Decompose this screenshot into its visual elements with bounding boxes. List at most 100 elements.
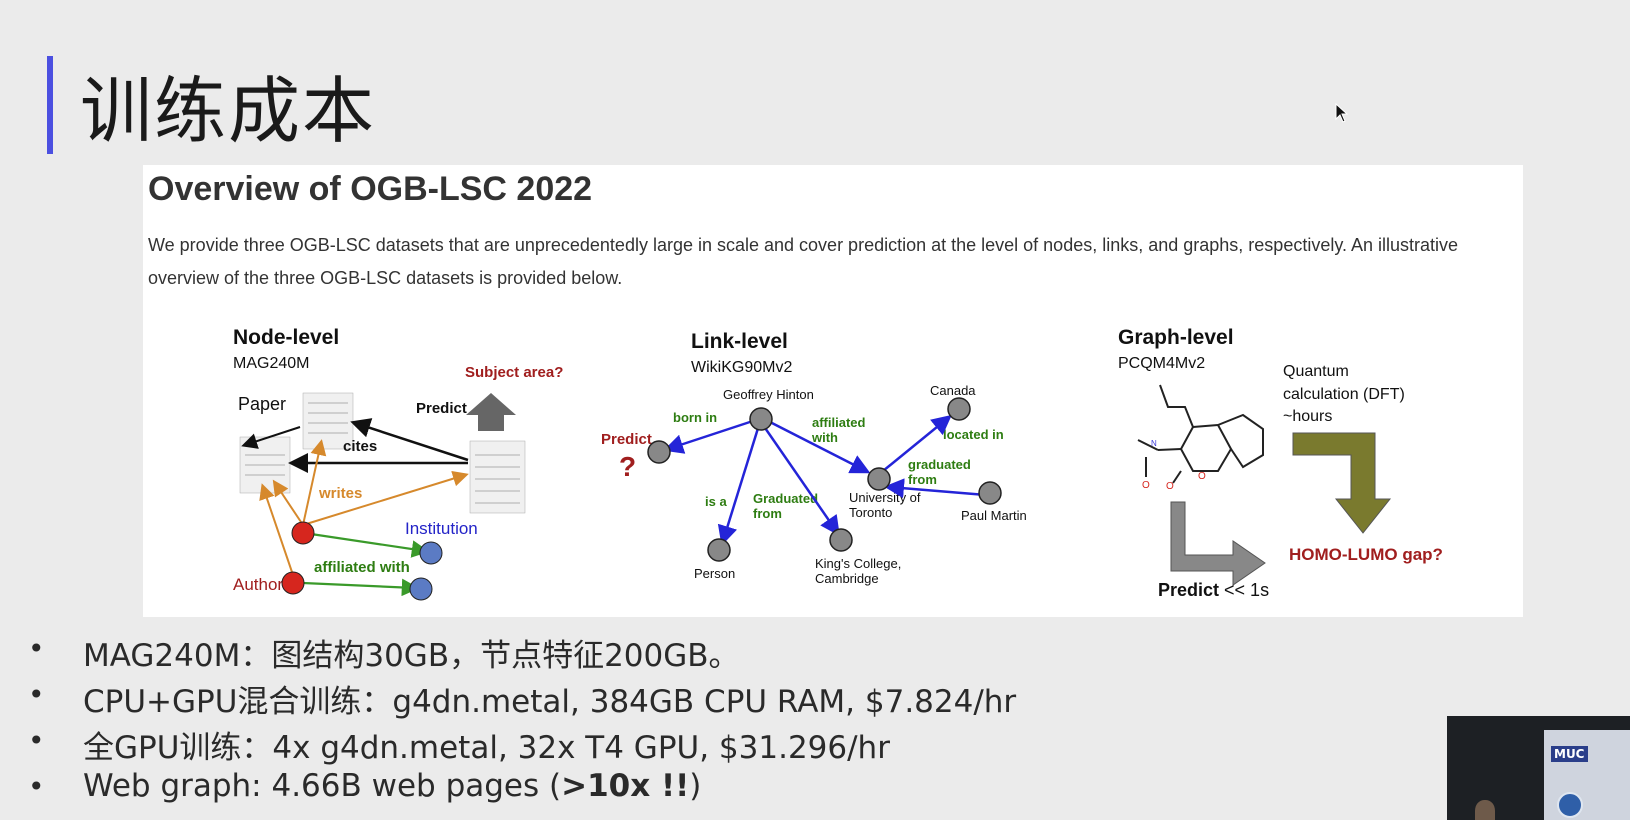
slide-title: 训练成本 bbox=[80, 69, 377, 153]
bullet-item: • 全GPU训练：4x g4dn.metal, 32x T4 GPU, $31.… bbox=[28, 724, 1428, 770]
affiliated-with-label: affiliated with bbox=[314, 559, 410, 576]
node-level-title: Node-level bbox=[233, 326, 339, 349]
affiliated-edge bbox=[302, 578, 420, 597]
kings-college-label: King's College, bbox=[815, 556, 901, 571]
affiliated-edge bbox=[310, 532, 430, 558]
bullet-dot: • bbox=[28, 724, 45, 757]
graduated-edge bbox=[884, 478, 987, 499]
located-in-label: located in bbox=[943, 427, 1004, 442]
writes-edge bbox=[302, 439, 327, 526]
bullet-text: MAG240M：图结构30GB，节点特征200GB。 bbox=[83, 638, 740, 674]
paul-martin-label: Paul Martin bbox=[961, 508, 1027, 523]
person-label: Person bbox=[694, 566, 735, 581]
molecule-diagram bbox=[1137, 384, 1264, 484]
toronto-node bbox=[867, 467, 891, 491]
institution-label: Institution bbox=[405, 519, 478, 538]
toronto-label: University of bbox=[849, 490, 921, 505]
cites-edge bbox=[241, 426, 301, 449]
kings-college-node bbox=[829, 528, 853, 552]
affiliated-edge bbox=[767, 419, 871, 474]
bullet-list: • MAG240M：图结构30GB，节点特征200GB。 • CPU+GPU混合… bbox=[28, 632, 1428, 816]
paper-text-lines bbox=[245, 402, 520, 504]
graduated-from-edge bbox=[761, 424, 840, 537]
person-node bbox=[707, 538, 731, 562]
affiliated-label-2: with bbox=[811, 430, 838, 445]
quantum-label-3: ~hours bbox=[1283, 408, 1332, 425]
graduated-label-2: from bbox=[753, 506, 782, 521]
atom-o: O bbox=[1142, 480, 1150, 491]
speaker-silhouette bbox=[1475, 800, 1495, 820]
hinton-label: Geoffrey Hinton bbox=[723, 387, 814, 402]
speaker-webcam-thumbnail[interactable]: MUC bbox=[1447, 716, 1630, 820]
node-predict-label: Predict bbox=[416, 400, 467, 417]
paper-label: Paper bbox=[238, 394, 286, 414]
node-level-dataset: MAG240M bbox=[233, 355, 309, 372]
atom-o: O bbox=[1166, 481, 1174, 492]
figure-intro: We provide three OGB-LSC datasets that a… bbox=[148, 235, 1459, 288]
canada-label: Canada bbox=[930, 383, 976, 398]
institution-node bbox=[419, 541, 443, 565]
bullet-dot: • bbox=[28, 678, 45, 711]
link-level-title: Link-level bbox=[691, 330, 788, 353]
graduated-from-label-2: from bbox=[908, 472, 937, 487]
figure-heading: Overview of OGB-LSC 2022 bbox=[148, 170, 593, 208]
graph-level-panel: Graph-level PCQM4Mv2 Quantum calculation… bbox=[1118, 326, 1443, 600]
link-predict-label: Predict bbox=[601, 431, 652, 448]
link-level-dataset: WikiKG90Mv2 bbox=[691, 359, 792, 376]
graduated-from-label: graduated bbox=[908, 457, 971, 472]
paper-thumbnail bbox=[469, 440, 526, 514]
node-level-panel: Node-level MAG240M Paper Predict Subject… bbox=[233, 326, 563, 601]
quantum-label-2: calculation (DFT) bbox=[1283, 386, 1405, 403]
question-mark-label: ? bbox=[619, 451, 636, 482]
cites-label: cites bbox=[343, 438, 377, 455]
quantum-label: Quantum bbox=[1283, 363, 1349, 380]
bullet-item: • MAG240M：图结构30GB，节点特征200GB。 bbox=[28, 632, 1428, 678]
institution-node bbox=[409, 577, 433, 601]
title-accent-bar bbox=[47, 56, 53, 154]
bullet-dot: • bbox=[28, 632, 45, 665]
avatar bbox=[1557, 792, 1583, 818]
writes-edge bbox=[259, 483, 294, 576]
kings-college-label-2: Cambridge bbox=[815, 571, 879, 586]
paul-martin-node bbox=[978, 481, 1002, 505]
ogb-lsc-figure: Overview of OGB-LSC 2022 We provide thre… bbox=[143, 165, 1523, 617]
atom-n: N bbox=[1151, 439, 1157, 448]
bullet-item: • Web graph: 4.66B web pages (>10x !!) bbox=[28, 768, 1428, 816]
born-in-label: born in bbox=[673, 410, 717, 425]
graph-level-dataset: PCQM4Mv2 bbox=[1118, 355, 1205, 372]
hinton-node bbox=[749, 407, 773, 431]
author-node bbox=[291, 521, 315, 545]
born-in-edge bbox=[663, 417, 760, 454]
author-node bbox=[281, 571, 305, 595]
bullet-dot: • bbox=[28, 770, 45, 803]
webcam-logo: MUC bbox=[1551, 746, 1588, 762]
predict-up-arrow bbox=[466, 393, 516, 431]
cites-edge bbox=[350, 418, 469, 462]
author-label: Author bbox=[233, 575, 283, 594]
writes-edge bbox=[272, 479, 304, 526]
bullet-text: 全GPU训练：4x g4dn.metal, 32x T4 GPU, $31.29… bbox=[83, 730, 890, 766]
graph-level-title: Graph-level bbox=[1118, 326, 1234, 349]
subject-area-label: Subject area? bbox=[465, 364, 563, 381]
ogb-lsc-diagram: Node-level MAG240M Paper Predict Subject… bbox=[233, 326, 1443, 601]
link-level-panel: Link-level WikiKG90Mv2 Geoffrey Hinton C… bbox=[601, 330, 1027, 586]
fast-predict-label: Predict << 1s bbox=[1158, 580, 1269, 600]
affiliated-label: affiliated bbox=[812, 415, 866, 430]
writes-label: writes bbox=[318, 485, 362, 502]
graduated-label: Graduated bbox=[753, 491, 818, 506]
is-a-edge bbox=[717, 424, 761, 546]
quantum-down-arrow bbox=[1292, 432, 1392, 534]
homo-lumo-label: HOMO-LUMO gap? bbox=[1289, 545, 1443, 564]
is-a-label: is a bbox=[705, 494, 727, 509]
bullet-text: CPU+GPU混合训练：g4dn.metal, 384GB CPU RAM, $… bbox=[83, 684, 1017, 720]
bullet-item: • CPU+GPU混合训练：g4dn.metal, 384GB CPU RAM,… bbox=[28, 678, 1428, 724]
located-in-edge bbox=[882, 414, 952, 472]
atom-o: O bbox=[1198, 471, 1206, 482]
predict-node bbox=[647, 440, 671, 464]
toronto-label-2: Toronto bbox=[849, 505, 892, 520]
bullet-text: Web graph: 4.66B web pages (>10x !!) bbox=[83, 768, 702, 804]
writes-edge bbox=[302, 470, 469, 526]
canada-node bbox=[947, 397, 971, 421]
predict-right-arrow bbox=[1170, 501, 1266, 586]
mouse-cursor-icon bbox=[1335, 103, 1349, 123]
